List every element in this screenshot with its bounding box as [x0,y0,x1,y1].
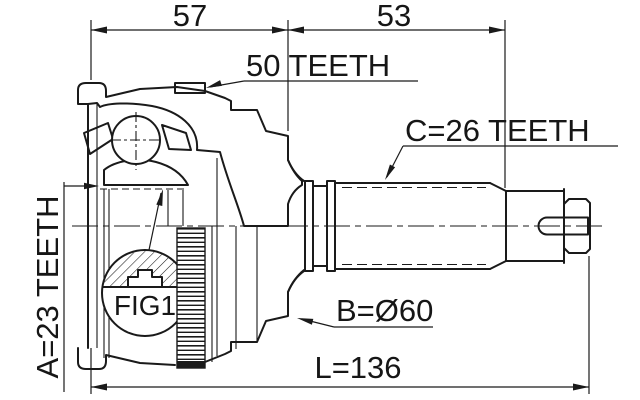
leader-c26-arrow [385,164,396,180]
abs-teeth-end [177,361,205,368]
cv-joint-part [72,82,606,370]
fig1-label: FIG1 [114,290,176,321]
stem-fillet-top [287,159,305,182]
leader-a23-arrow [84,182,99,190]
cage-right [161,124,192,151]
leader-b60-arrow [297,318,314,325]
abs-teeth-ladder [176,227,206,369]
shaft-taper-bottom [489,260,507,270]
abs-ring-teeth-column [176,227,206,369]
abs-teeth-label: 50 TEETH [246,48,390,83]
shaft-taper-top [489,182,507,192]
dim-57-arrow-right [272,26,288,34]
leader-50-teeth-arrow [206,80,222,88]
abs-ring-section [174,82,206,94]
dim-L-arrow-left [91,383,107,391]
dim-53-arrow-right [489,26,505,34]
stem-fillet-bottom [287,270,305,293]
inner-race-section [103,158,189,186]
outer-spline-label: C=26 TEETH [405,113,590,148]
housing-section [77,82,303,227]
fig1-leader-arrow [156,189,163,206]
total-length-label: L=136 [314,350,401,385]
label-layer: 57 53 50 TEETH C=26 TEETH A=23 TEETH B=Ø… [30,0,590,385]
body-diameter-label: B=Ø60 [336,293,433,328]
dim-L-arrow-right [573,383,589,391]
dimension-layer [63,20,618,394]
dim-57-arrow-left [91,26,107,34]
dim-57-label: 57 [173,0,207,33]
inner-spline-label: A=23 TEETH [30,196,65,379]
fig1-tooth-profile [127,269,163,288]
dim-53-label: 53 [377,0,411,33]
dim-53-arrow-left [288,26,304,34]
